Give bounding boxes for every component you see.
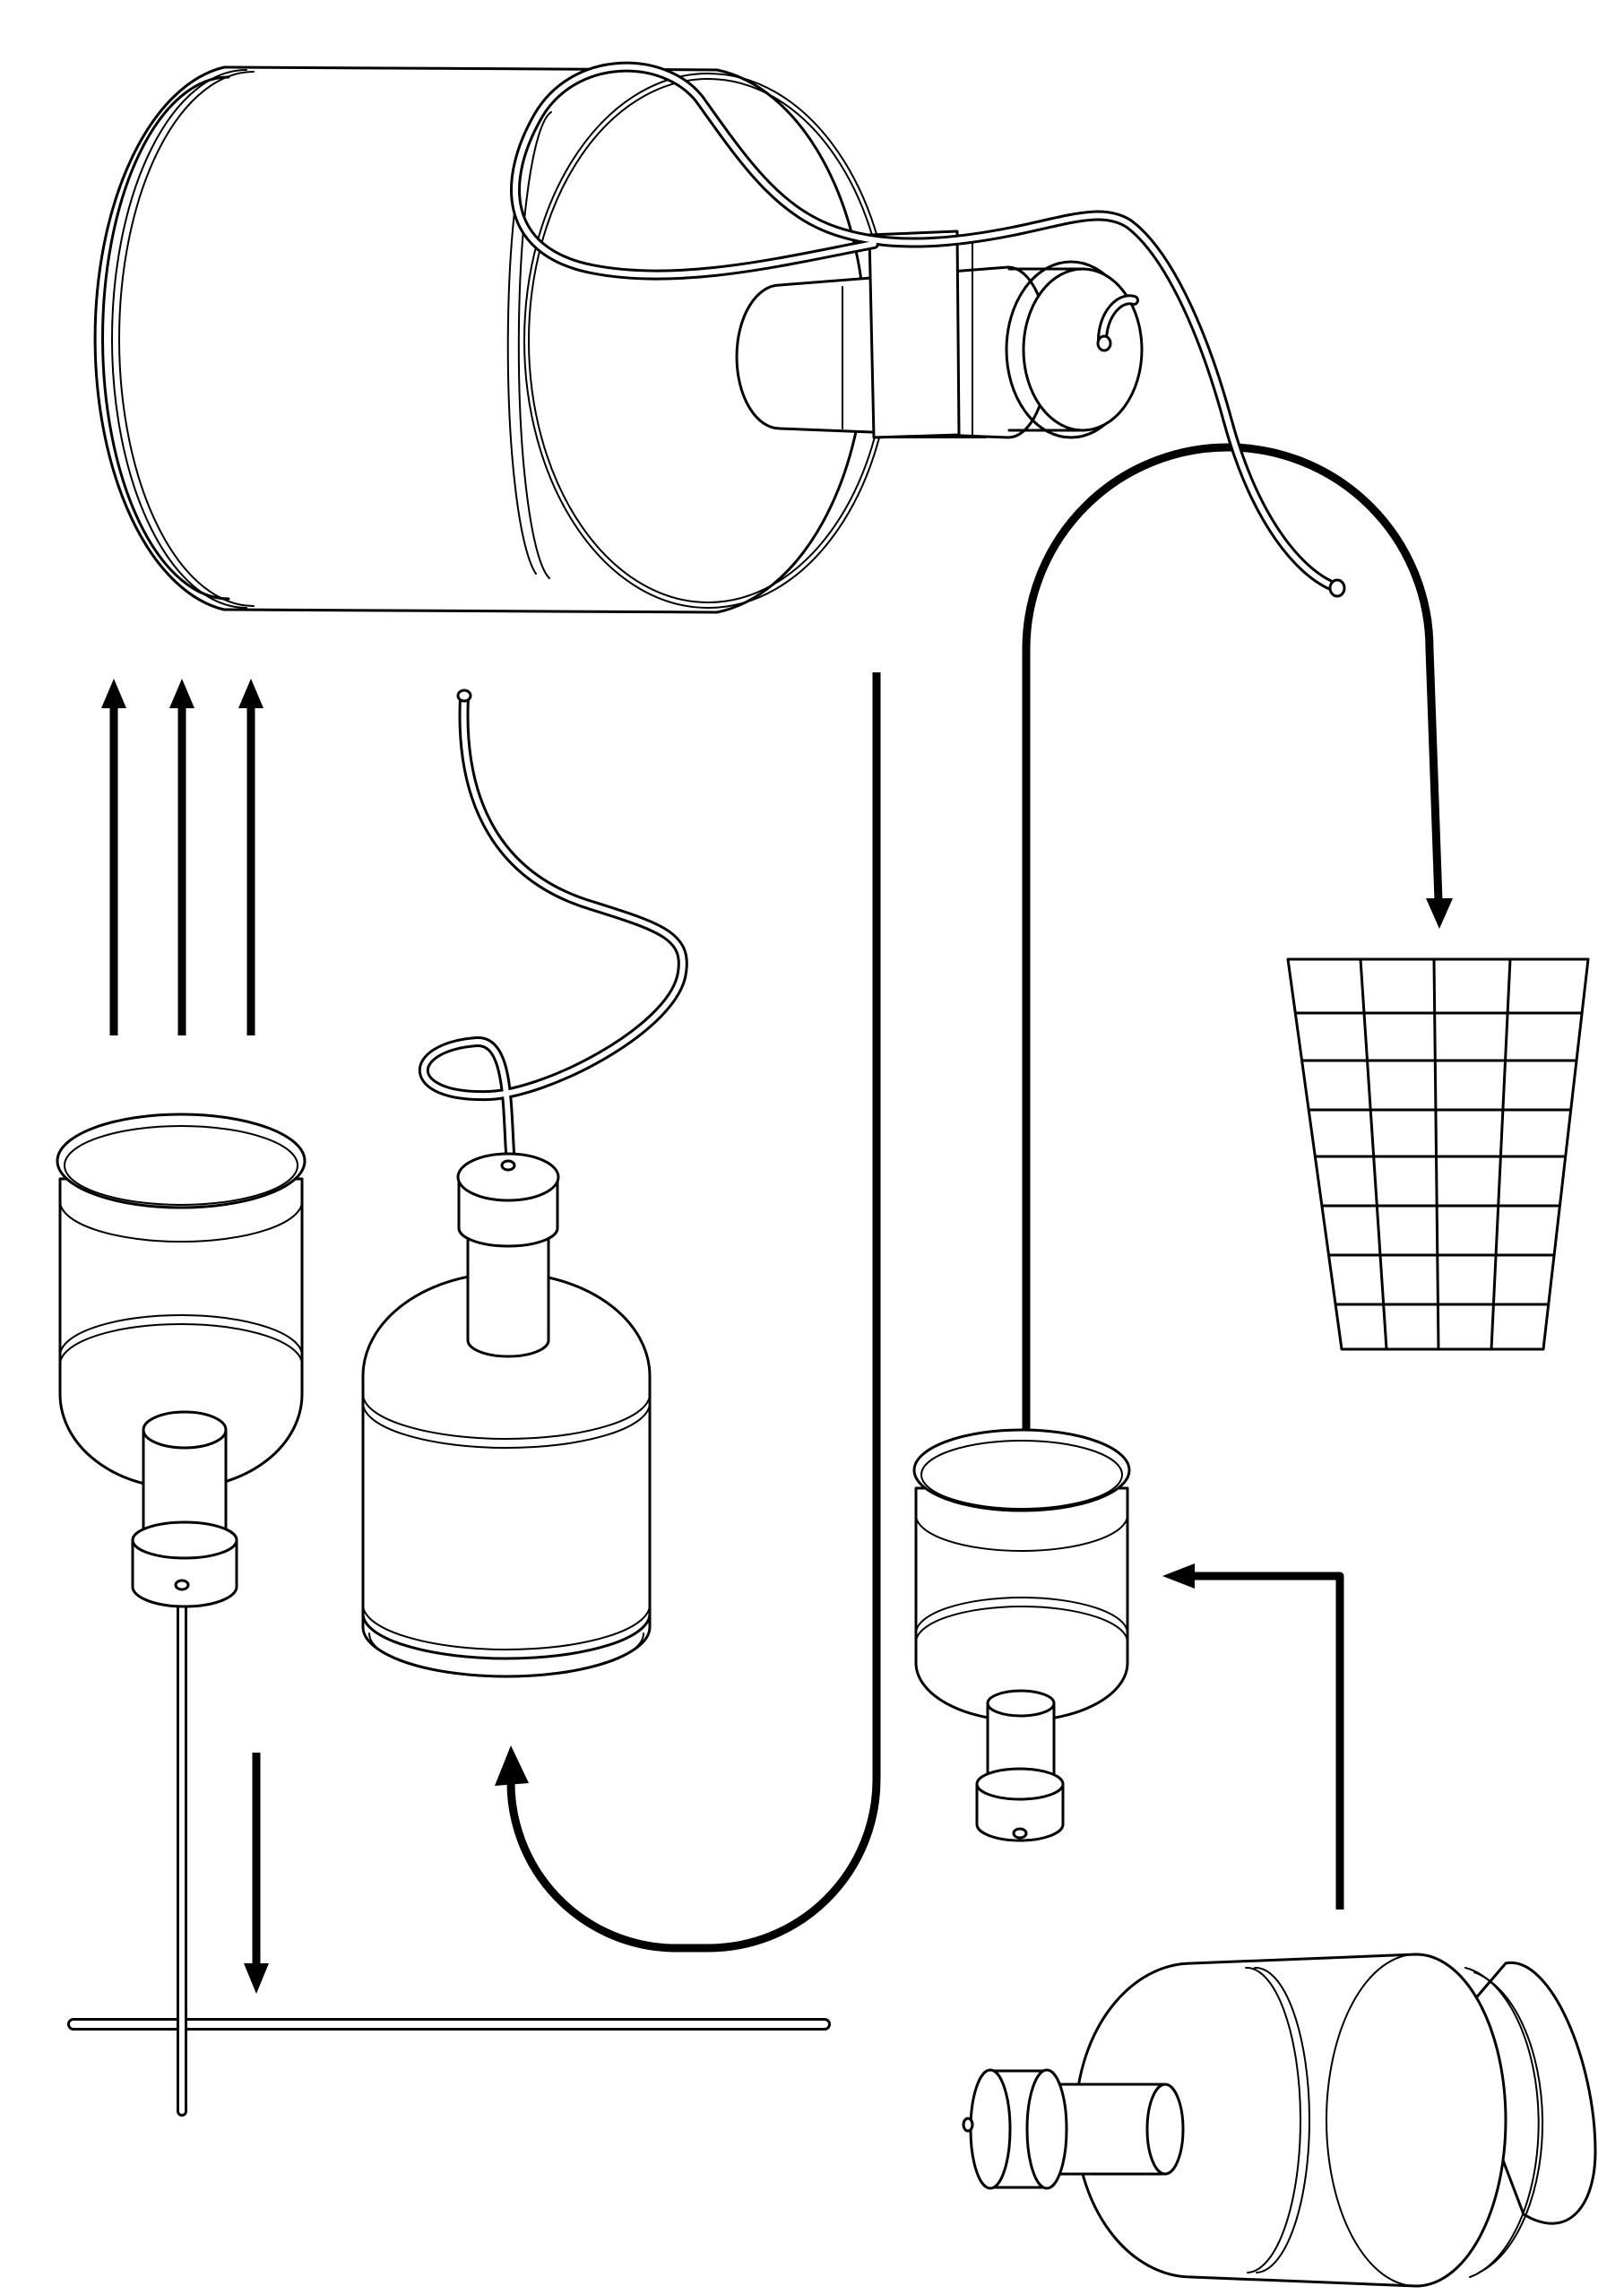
inverted-bottle-with-tube xyxy=(56,1113,307,2117)
arch-flow-arrow xyxy=(1022,443,1453,1434)
elbow-arrow xyxy=(1162,1563,1344,1910)
horizontal-tube xyxy=(67,2008,831,2040)
large-bottle-with-coiled-tube xyxy=(93,61,1346,614)
up-arrow xyxy=(101,679,126,1035)
down-arrow xyxy=(244,1753,269,1994)
triple-up-arrows xyxy=(101,679,263,1035)
up-arrow xyxy=(238,679,263,1035)
collection-basket xyxy=(1286,957,1590,1351)
upright-bottle-with-tube xyxy=(361,688,688,1678)
hook-flow-arrow xyxy=(495,672,881,1953)
hanging-bottle xyxy=(912,1428,1131,1842)
coiled-tube xyxy=(510,61,1346,598)
lying-bottle xyxy=(962,1953,1597,2288)
up-arrow xyxy=(169,679,194,1035)
